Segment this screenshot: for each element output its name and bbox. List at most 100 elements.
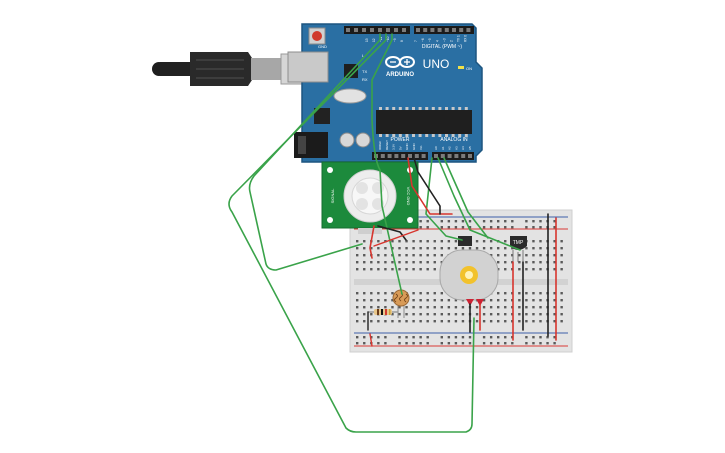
breadboard-hole[interactable] xyxy=(391,320,394,323)
dc-motor-icon[interactable] xyxy=(439,249,499,306)
breadboard-hole[interactable] xyxy=(419,336,422,339)
breadboard-hole[interactable] xyxy=(482,226,486,229)
breadboard-hole[interactable] xyxy=(497,254,500,257)
breadboard-hole[interactable] xyxy=(454,247,458,250)
breadboard-hole[interactable] xyxy=(539,254,542,257)
breadboard-hole[interactable] xyxy=(426,299,429,302)
breadboard-hole[interactable] xyxy=(497,313,500,316)
breadboard-hole[interactable] xyxy=(461,342,465,345)
breadboard-hole[interactable] xyxy=(419,320,422,323)
breadboard-hole[interactable] xyxy=(489,254,493,257)
breadboard-hole[interactable] xyxy=(553,299,556,302)
breadboard-hole[interactable] xyxy=(518,299,521,302)
breadboard-hole[interactable] xyxy=(426,240,429,243)
breadboard-hole[interactable] xyxy=(482,220,486,223)
breadboard-hole[interactable] xyxy=(384,336,387,339)
temperature-sensor-icon[interactable]: TMP xyxy=(510,236,527,262)
breadboard-hole[interactable] xyxy=(539,220,542,223)
breadboard-hole[interactable] xyxy=(356,336,359,339)
breadboard-hole[interactable] xyxy=(532,247,535,250)
breadboard-hole[interactable] xyxy=(553,313,556,316)
breadboard-hole[interactable] xyxy=(391,268,394,271)
header-pin[interactable] xyxy=(402,28,406,32)
breadboard-hole[interactable] xyxy=(440,226,443,229)
breadboard-hole[interactable] xyxy=(475,240,479,243)
breadboard-hole[interactable] xyxy=(363,320,366,323)
breadboard-hole[interactable] xyxy=(370,261,373,264)
breadboard-hole[interactable] xyxy=(440,220,443,223)
breadboard-hole[interactable] xyxy=(454,306,458,309)
breadboard-hole[interactable] xyxy=(391,299,394,302)
breadboard-hole[interactable] xyxy=(454,299,458,302)
breadboard-hole[interactable] xyxy=(539,320,542,323)
breadboard-hole[interactable] xyxy=(377,336,380,339)
breadboard-hole[interactable] xyxy=(518,261,521,264)
breadboard-hole[interactable] xyxy=(447,247,451,250)
breadboard-hole[interactable] xyxy=(377,247,380,250)
breadboard-hole[interactable] xyxy=(532,313,535,316)
breadboard-hole[interactable] xyxy=(518,292,521,295)
breadboard-hole[interactable] xyxy=(468,342,472,345)
breadboard-hole[interactable] xyxy=(405,313,408,316)
breadboard-hole[interactable] xyxy=(560,261,563,264)
breadboard-hole[interactable] xyxy=(412,254,415,257)
breadboard-hole[interactable] xyxy=(553,261,556,264)
breadboard-hole[interactable] xyxy=(511,220,514,223)
breadboard-hole[interactable] xyxy=(497,306,500,309)
breadboard-hole[interactable] xyxy=(356,292,359,295)
breadboard-hole[interactable] xyxy=(370,336,373,339)
breadboard-hole[interactable] xyxy=(454,313,458,316)
transistor[interactable] xyxy=(458,236,472,246)
breadboard-hole[interactable] xyxy=(454,342,458,345)
breadboard-hole[interactable] xyxy=(405,268,408,271)
breadboard-hole[interactable] xyxy=(560,247,563,250)
breadboard-hole[interactable] xyxy=(433,299,436,302)
breadboard-hole[interactable] xyxy=(532,342,535,345)
breadboard-hole[interactable] xyxy=(426,226,429,229)
breadboard-hole[interactable] xyxy=(504,320,507,323)
breadboard-hole[interactable] xyxy=(532,320,535,323)
breadboard-hole[interactable] xyxy=(461,306,465,309)
breadboard-hole[interactable] xyxy=(454,220,458,223)
breadboard-hole[interactable] xyxy=(489,240,493,243)
breadboard-hole[interactable] xyxy=(391,261,394,264)
breadboard-hole[interactable] xyxy=(391,313,394,316)
breadboard-hole[interactable] xyxy=(489,220,493,223)
breadboard-hole[interactable] xyxy=(553,320,556,323)
breadboard-hole[interactable] xyxy=(440,342,443,345)
breadboard-hole[interactable] xyxy=(363,247,366,250)
breadboard-hole[interactable] xyxy=(560,292,563,295)
breadboard-hole[interactable] xyxy=(370,247,373,250)
breadboard-hole[interactable] xyxy=(461,320,465,323)
breadboard-hole[interactable] xyxy=(440,254,443,257)
breadboard-hole[interactable] xyxy=(454,240,458,243)
breadboard-hole[interactable] xyxy=(398,336,401,339)
breadboard-hole[interactable] xyxy=(377,261,380,264)
breadboard-hole[interactable] xyxy=(405,336,408,339)
breadboard-hole[interactable] xyxy=(412,292,415,295)
breadboard-hole[interactable] xyxy=(398,261,401,264)
breadboard-hole[interactable] xyxy=(398,268,401,271)
breadboard-hole[interactable] xyxy=(454,336,458,339)
resistor-icon[interactable] xyxy=(368,309,398,315)
breadboard-hole[interactable] xyxy=(391,240,394,243)
breadboard-hole[interactable] xyxy=(433,320,436,323)
breadboard-hole[interactable] xyxy=(539,342,542,345)
breadboard-hole[interactable] xyxy=(384,247,387,250)
breadboard-hole[interactable] xyxy=(412,342,415,345)
breadboard-hole[interactable] xyxy=(419,268,422,271)
breadboard-hole[interactable] xyxy=(433,268,436,271)
breadboard-hole[interactable] xyxy=(553,254,556,257)
breadboard-hole[interactable] xyxy=(475,320,479,323)
breadboard-hole[interactable] xyxy=(433,306,436,309)
breadboard-hole[interactable] xyxy=(560,320,563,323)
header-pin[interactable] xyxy=(394,154,399,158)
breadboard-hole[interactable] xyxy=(377,306,380,309)
breadboard-hole[interactable] xyxy=(398,254,401,257)
breadboard-hole[interactable] xyxy=(454,320,458,323)
breadboard-hole[interactable] xyxy=(504,247,507,250)
pir-sensor[interactable]: SIGNAL VCC GND xyxy=(321,161,419,234)
breadboard-hole[interactable] xyxy=(377,320,380,323)
breadboard-hole[interactable] xyxy=(539,292,542,295)
